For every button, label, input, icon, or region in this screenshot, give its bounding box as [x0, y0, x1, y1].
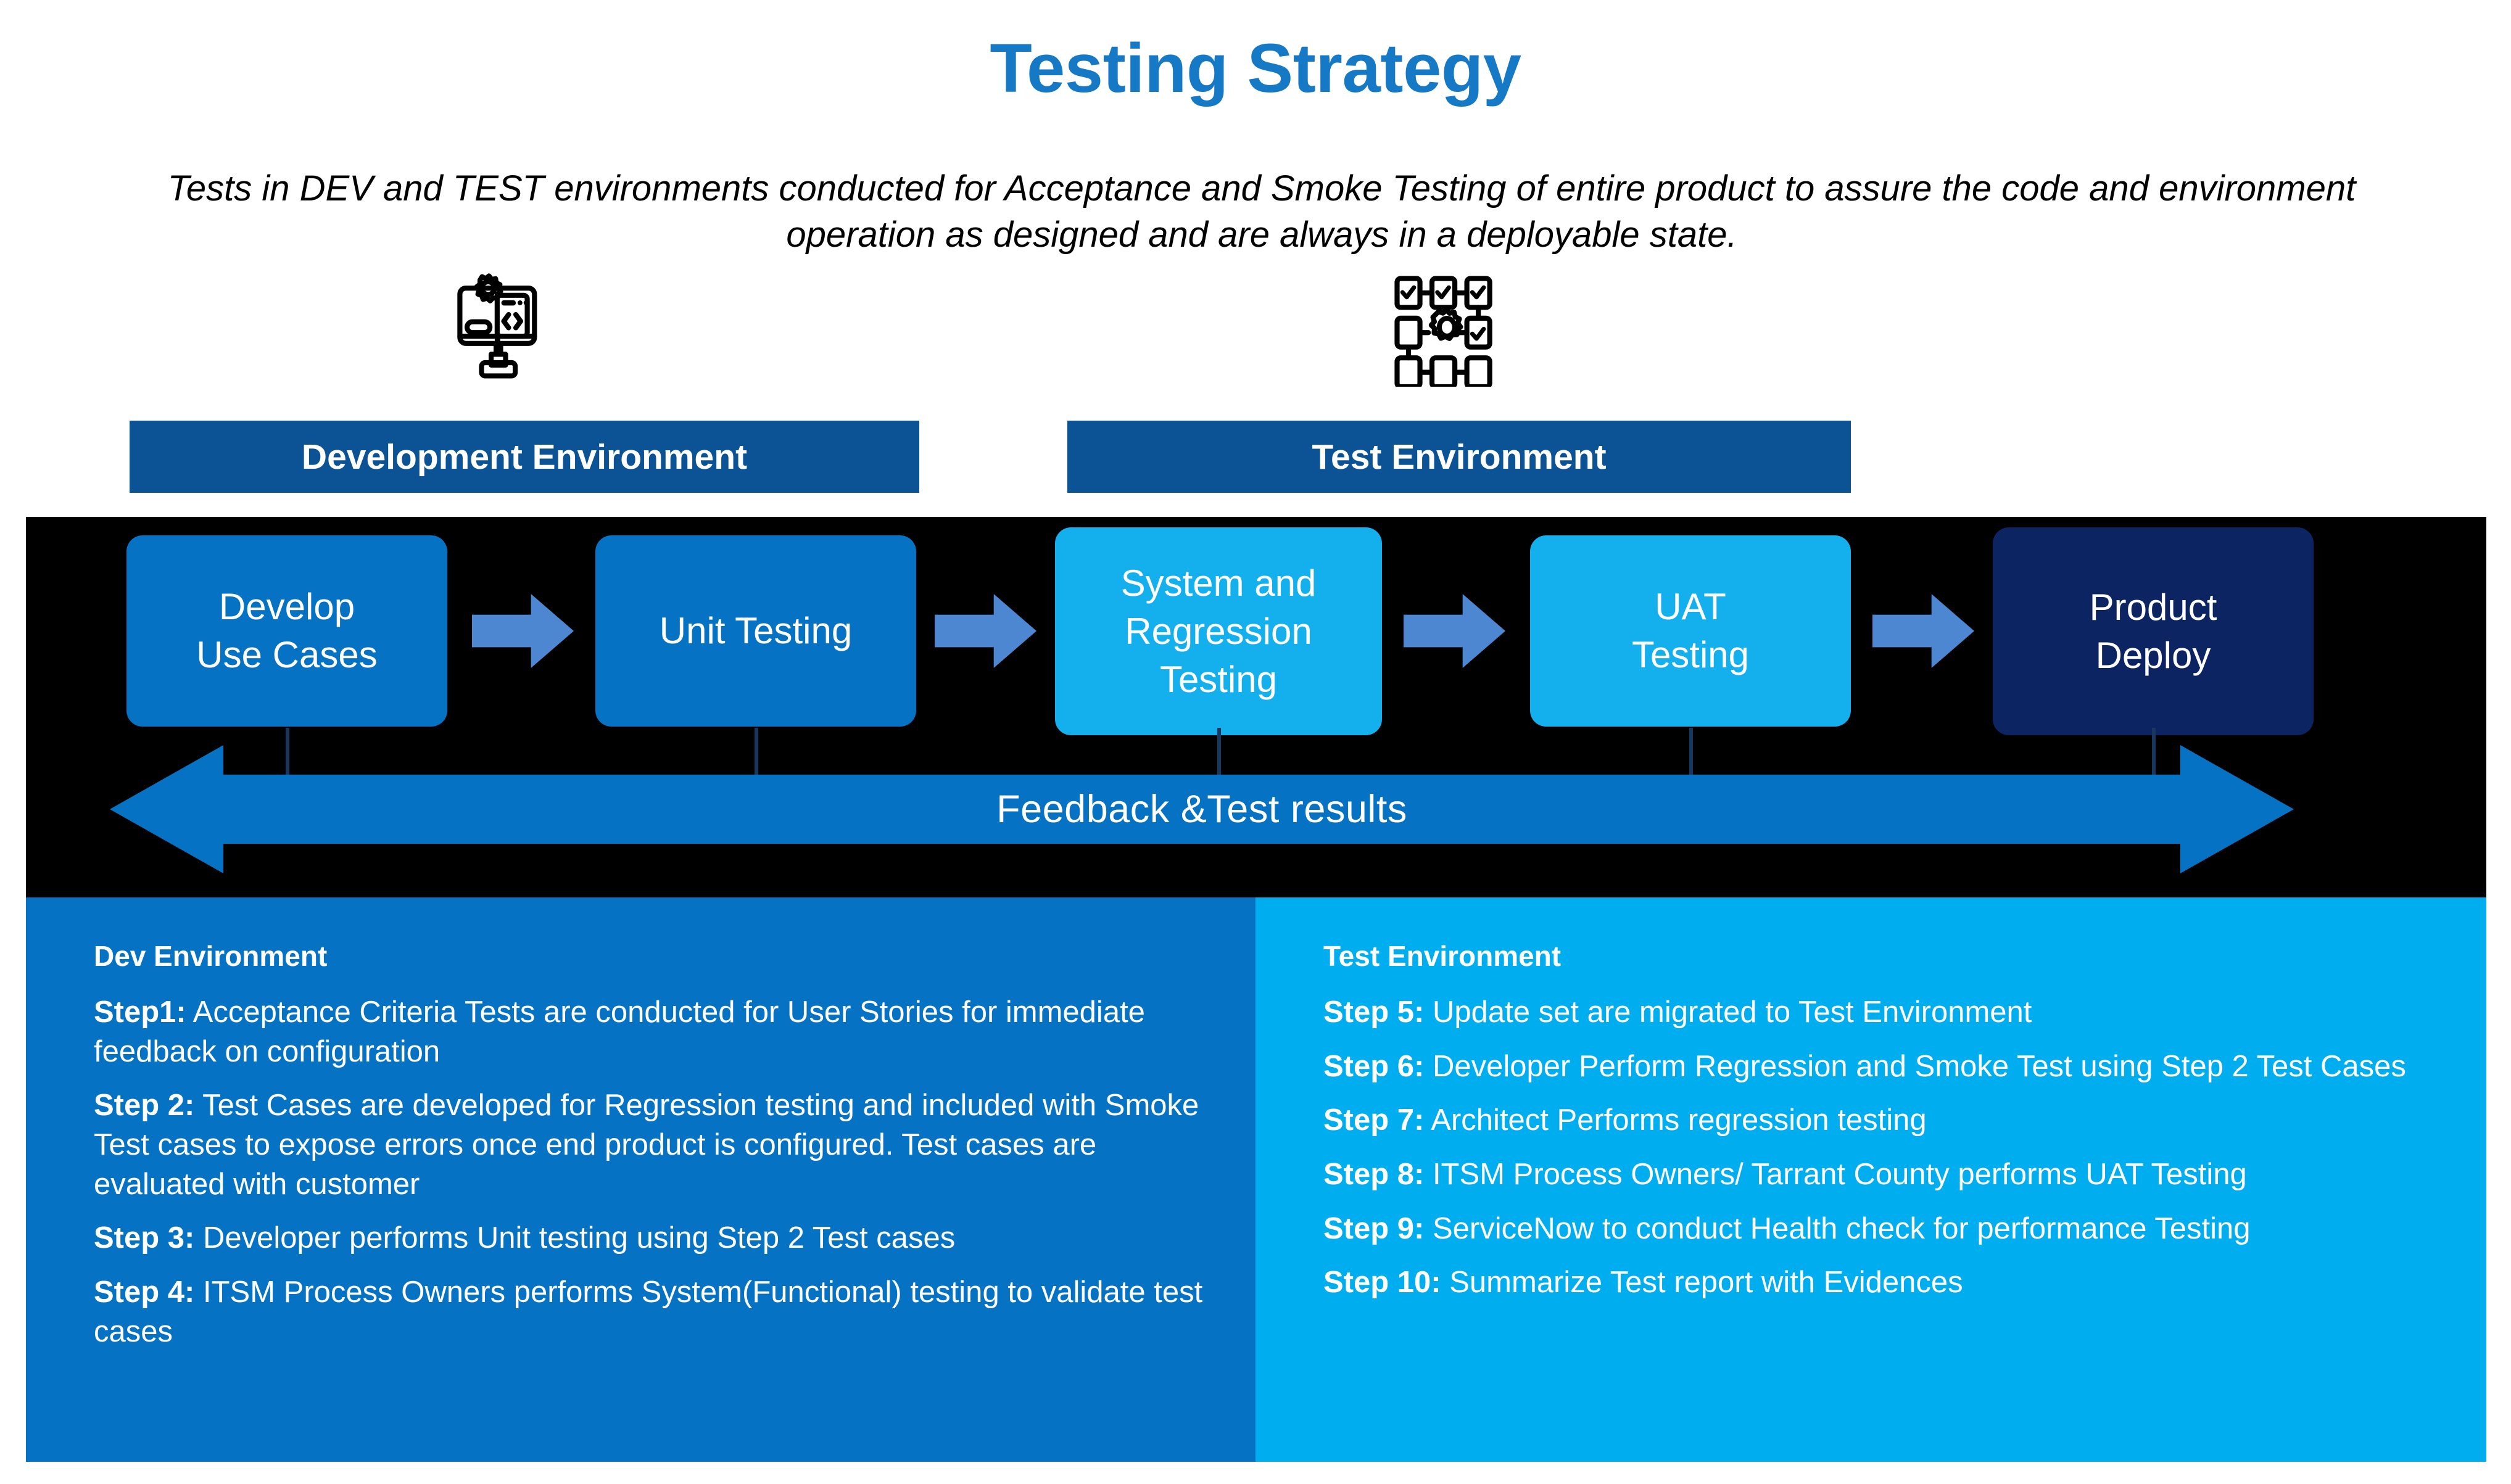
- panel-dev-steps: Step1: Acceptance Criteria Tests are con…: [94, 993, 1204, 1367]
- page-title: Testing Strategy: [990, 30, 1521, 107]
- page-subtitle: Tests in DEV and TEST environments condu…: [167, 168, 2356, 255]
- panel-dev-environment: Dev Environment Step1: Acceptance Criter…: [26, 897, 1256, 1462]
- list-item: Step 3: Developer performs Unit testing …: [94, 1221, 956, 1255]
- panel-test-heading: Test Environment: [1323, 940, 1562, 972]
- env-header-development: Development Environment: [130, 421, 919, 493]
- panel-test-environment: Test Environment Step 5: Update set are …: [1256, 897, 2486, 1462]
- list-item: Step1: Acceptance Criteria Tests are con…: [94, 996, 1145, 1068]
- process-box-label: Unit Testing: [659, 610, 853, 651]
- feedback-bar-label: Feedback &Test results: [996, 788, 1407, 831]
- list-item: Step 10: Summarize Test report with Evid…: [1323, 1266, 1963, 1300]
- checklist-network-gear-icon: [1385, 266, 1505, 387]
- list-item: Step 5: Update set are migrated to Test …: [1323, 996, 2032, 1029]
- list-item: Step 4: ITSM Process Owners performs Sys…: [94, 1276, 1203, 1348]
- list-item: Step 6: Developer Perform Regression and…: [1323, 1049, 2406, 1083]
- env-header-development-label: Development Environment: [301, 437, 748, 477]
- process-box-unit-testing[interactable]: Unit Testing: [595, 535, 916, 727]
- env-header-test: Test Environment: [1067, 421, 1851, 493]
- monitor-gear-code-icon: [445, 266, 566, 387]
- panel-dev-heading: Dev Environment: [94, 940, 328, 972]
- list-item: Step 2: Test Cases are developed for Reg…: [94, 1089, 1199, 1201]
- list-item: Step 7: Architect Performs regression te…: [1323, 1103, 1927, 1137]
- list-item: Step 8: ITSM Process Owners/ Tarrant Cou…: [1323, 1158, 2247, 1192]
- env-header-test-label: Test Environment: [1312, 437, 1607, 477]
- panel-test-steps: Step 5: Update set are migrated to Test …: [1323, 993, 2446, 1317]
- list-item: Step 9: ServiceNow to conduct Health che…: [1323, 1211, 2251, 1245]
